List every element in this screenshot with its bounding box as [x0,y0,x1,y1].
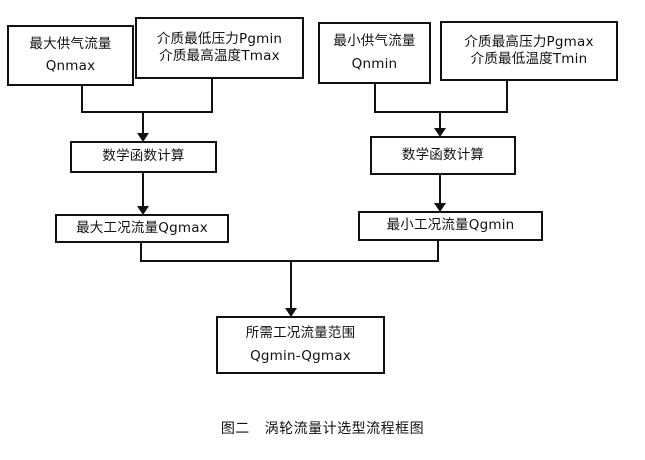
node-math-function-calculation-right[interactable]: 数学函数计算 [370,136,516,175]
node-min-supply-flow-line1: 最小供气流量 [333,33,416,50]
node-math-function-calculation-left[interactable]: 数学函数计算 [70,141,217,173]
node-math-function-calculation-right-label: 数学函数计算 [401,146,485,163]
node-required-working-flow-range-line2: Qgmin-Qgmax [250,347,351,364]
node-min-supply-flow[interactable]: 最小供气流量 Qnmin [318,22,431,84]
node-max-working-flow-qgmax[interactable]: 最大工况流量Qgmax [55,214,229,243]
node-required-working-flow-range[interactable]: 所需工况流量范围 Qgmin-Qgmax [216,316,385,374]
node-min-pressure-max-temp-line1: 介质最低压力Pgmin [156,30,283,47]
node-max-supply-flow[interactable]: 最大供气流量 Qnmax [7,25,134,86]
node-max-pressure-min-temp-line2: 介质最低温度Tmin [470,51,588,67]
connector-right-merge-bus [374,81,508,113]
node-min-pressure-max-temp-line2: 介质最高温度Tmax [159,48,280,64]
connector-bottom-merge-bus [140,241,439,262]
node-min-pressure-max-temp[interactable]: 介质最低压力Pgmin 介质最高温度Tmax [135,17,304,79]
node-min-working-flow-qgmin[interactable]: 最小工况流量Qgmin [358,211,543,241]
node-min-supply-flow-line2: Qnmin [351,55,398,72]
node-math-function-calculation-left-label: 数学函数计算 [102,148,185,165]
node-required-working-flow-range-line1: 所需工况流量范围 [245,325,356,342]
node-max-pressure-min-temp[interactable]: 介质最高压力Pgmax 介质最低温度Tmin [440,21,618,81]
node-max-working-flow-qgmax-label: 最大工况流量Qgmax [76,219,208,236]
node-max-supply-flow-line2: Qnmax [45,58,96,74]
node-max-supply-flow-line1: 最大供气流量 [29,35,112,52]
node-min-working-flow-qgmin-label: 最小工况流量Qgmin [386,217,515,234]
node-max-pressure-min-temp-line1: 介质最高压力Pgmax [464,33,594,50]
figure-caption: 图二 涡轮流量计选型流程框图 [220,421,425,437]
